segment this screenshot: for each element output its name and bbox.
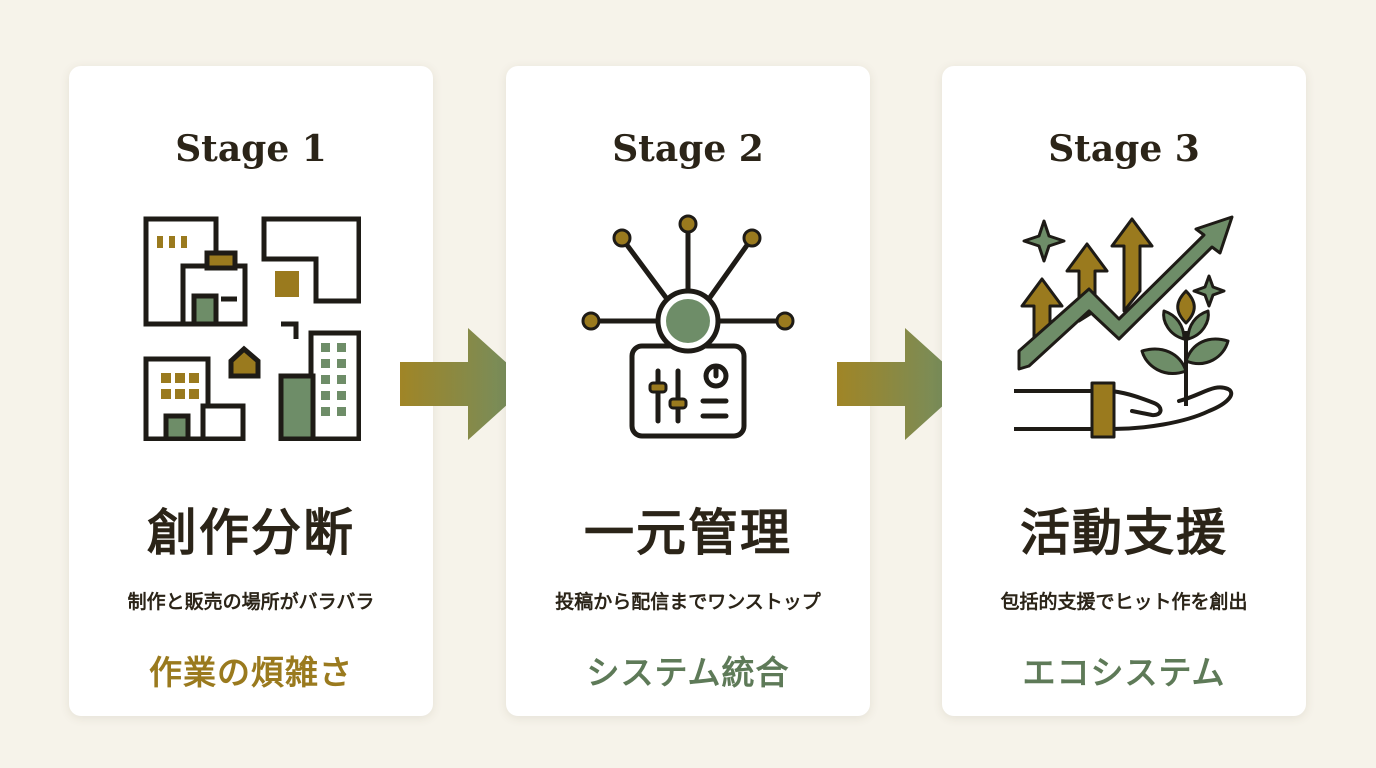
growth-hand-plant-icon — [1014, 215, 1234, 439]
arrow-right-icon — [837, 328, 967, 440]
stage-subtitle: 制作と販売の場所がバラバラ — [127, 591, 375, 613]
stage-label: Stage 1 — [175, 128, 327, 170]
stage-tag: システム統合 — [586, 653, 790, 692]
stage-title: 一元管理 — [584, 503, 792, 562]
stage-label: Stage 2 — [612, 128, 764, 170]
stage-subtitle: 包括的支援でヒット作を創出 — [1000, 591, 1248, 613]
stage-tag: 作業の煩雑さ — [149, 653, 353, 692]
scattered-buildings-icon — [143, 216, 361, 441]
stage-subtitle: 投稿から配信までワンストップ — [555, 591, 821, 613]
stage-label: Stage 3 — [1048, 128, 1200, 170]
stage-title: 活動支援 — [1020, 503, 1228, 562]
stage-card-3: Stage 3 活動支援 包括的支援でヒット — [942, 66, 1306, 716]
hub-control-panel-icon — [581, 214, 795, 439]
arrow-right-icon — [400, 328, 530, 440]
stage-card-1: Stage 1 — [69, 66, 433, 716]
stage-title: 創作分断 — [147, 503, 355, 562]
stage-card-2: Stage 2 一元管理 投稿から配信までワンスト — [506, 66, 870, 716]
stage-tag: エコシステム — [1022, 653, 1226, 692]
